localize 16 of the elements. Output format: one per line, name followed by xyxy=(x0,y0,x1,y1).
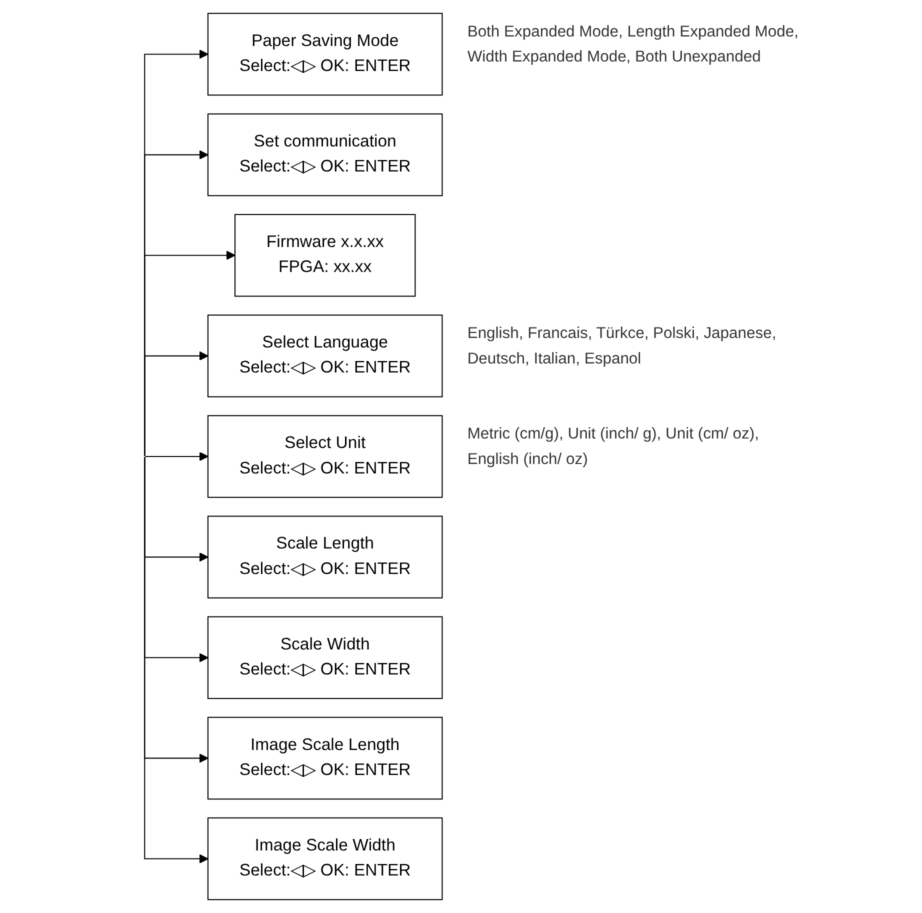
menu-box: Scale Width Select:◁▷ OK: ENTER xyxy=(207,616,443,699)
menu-box: Paper Saving Mode Select:◁▷ OK: ENTER xyxy=(207,12,443,96)
arrow xyxy=(144,351,208,456)
menu-box: Firmware x.x.xx FPGA: xx.xx xyxy=(234,214,416,297)
menu-box: Image Scale Width Select:◁▷ OK: ENTER xyxy=(207,817,443,900)
arrow xyxy=(144,457,208,864)
menu-box: Image Scale Length Select:◁▷ OK: ENTER xyxy=(207,716,443,800)
menu-box: Set communication Select:◁▷ OK: ENTER xyxy=(207,113,443,196)
menu-box: Select Unit Select:◁▷ OK: ENTER xyxy=(207,415,443,498)
menu-box: Scale Length Select:◁▷ OK: ENTER xyxy=(207,516,443,598)
menu-box: Select Language Select:◁▷ OK: ENTER xyxy=(207,314,443,398)
option-list: Metric (cm/g), Unit (inch/ g), Unit (cm/ oz), English (inch/ oz) xyxy=(467,425,759,468)
option-list: Both Expanded Mode, Length Expanded Mode, Width Expanded Mode, Both Unexpanded xyxy=(467,22,798,66)
arrow xyxy=(144,452,208,462)
arrow xyxy=(144,457,208,562)
option-list: English, Francais, Türkce, Polski, Japanese, Deutsch, Italian, Espanol xyxy=(467,324,776,368)
